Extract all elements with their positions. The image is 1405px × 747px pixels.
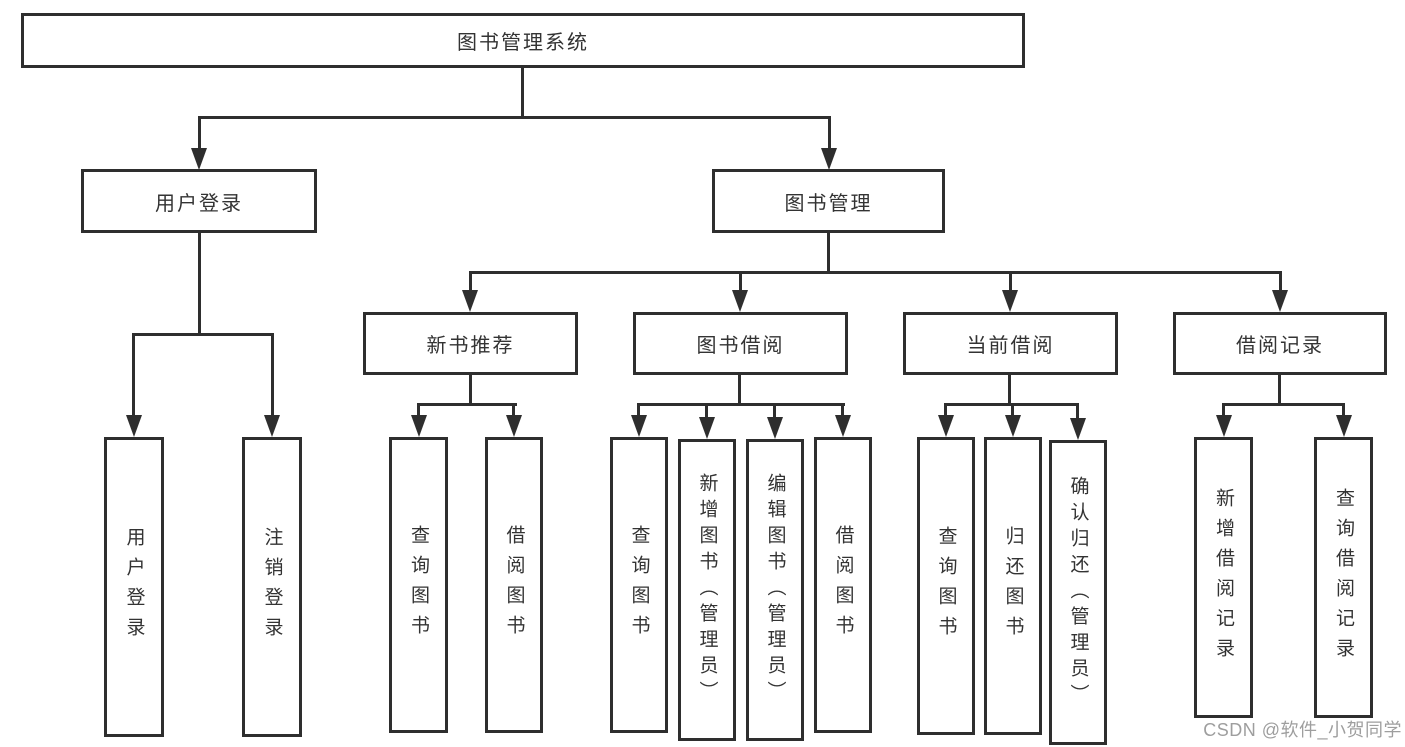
csdn-watermark: CSDN @软件_小贺同学: [1203, 720, 1402, 740]
arrowhead-to-new-book-recommend: [462, 290, 478, 312]
leaf-user-login: 用户登录: [104, 437, 164, 737]
node-label: 图书管理: [784, 192, 873, 215]
arrowhead-to-book-borrow: [732, 290, 748, 312]
leaf-nbr-borrow-books: 借阅图书: [485, 437, 543, 733]
arrowhead-to-borrow-records: [1272, 290, 1288, 312]
connector-leaf-stem: [637, 403, 640, 417]
leaf-cb-query-books: 查询图书: [917, 437, 975, 735]
connector-root-stem: [521, 68, 524, 119]
node-label: 图书借阅: [696, 335, 785, 357]
node-new-book-recommend: 新书推荐: [363, 312, 578, 375]
leaf-label: 借阅图书: [503, 525, 525, 645]
connector-leaf-stem: [1076, 403, 1079, 420]
connector-br-down: [1278, 375, 1281, 406]
arrowhead-to-leaf: [1336, 415, 1352, 437]
leaf-cb-confirm-return-admin: 确认归还（管理员）: [1049, 440, 1107, 745]
node-user-login: 用户登录: [81, 169, 317, 233]
connector-user-login-down: [198, 233, 201, 336]
node-label: 当前借阅: [966, 335, 1055, 357]
arrowhead-to-leaf: [1070, 418, 1086, 440]
connector-leaf-stem: [705, 403, 708, 419]
arrowhead-to-leaf: [506, 415, 522, 437]
connector-bb-rail: [637, 403, 845, 406]
node-borrow-records: 借阅记录: [1173, 312, 1387, 375]
leaf-label: 归还图书: [1002, 526, 1024, 646]
leaf-bb-edit-books-admin: 编辑图书（管理员）: [746, 439, 804, 741]
leaf-label: 用户登录: [123, 527, 145, 647]
arrowhead-to-leaf: [631, 415, 647, 437]
leaf-br-query-borrow-record: 查询借阅记录: [1314, 437, 1373, 718]
arrowhead-to-leaf: [1216, 415, 1232, 437]
node-label: 用户登录: [155, 192, 243, 215]
connector-user-login-stem: [198, 116, 201, 150]
connector-bb-down: [738, 375, 741, 406]
leaf-label: 查询图书: [935, 526, 957, 646]
connector-leaf-stem: [944, 403, 947, 417]
arrowhead-to-leaf: [938, 415, 954, 437]
connector-leaf-stem: [841, 403, 844, 417]
leaf-label: 查询图书: [628, 525, 650, 645]
node-label: 新书推荐: [426, 335, 515, 357]
arrowhead-to-leaf: [699, 417, 715, 439]
connector-book-mgmt-stem: [828, 116, 831, 150]
leaf-label: 查询图书: [408, 525, 429, 645]
node-book-borrow: 图书借阅: [633, 312, 848, 375]
leaf-logout: 注销登录: [242, 437, 302, 737]
connector-leaf-stem: [512, 403, 515, 417]
leaf-br-add-borrow-record: 新增借阅记录: [1194, 437, 1253, 718]
arrowhead-to-leaf: [1005, 415, 1021, 437]
connector-nbr-rail: [417, 403, 517, 406]
leaf-bb-borrow-books: 借阅图书: [814, 437, 872, 733]
connector-level3-rail: [469, 271, 1282, 274]
arrowhead-to-leaf: [411, 415, 427, 437]
node-label: 图书管理系统: [457, 32, 589, 54]
connector-cb-down: [1008, 375, 1011, 406]
leaf-label: 注销登录: [261, 527, 283, 647]
leaf-label: 确认归还（管理员）: [1067, 475, 1089, 710]
connector-leaf-stem: [417, 403, 420, 417]
node-book-management: 图书管理: [712, 169, 945, 233]
node-current-borrow: 当前借阅: [903, 312, 1118, 375]
connector-leaf-stem: [1222, 403, 1225, 417]
connector-level3-stem: [739, 271, 742, 294]
arrowhead-to-leaf: [835, 415, 851, 437]
connector-leaf-stem: [1342, 403, 1345, 417]
node-label: 借阅记录: [1236, 335, 1324, 357]
connector-level2-rail: [198, 116, 831, 119]
connector-leaf-stem: [132, 333, 135, 417]
connector-leaf-stem: [1011, 403, 1014, 417]
leaf-bb-query-books: 查询图书: [610, 437, 668, 733]
arrowhead-to-leaf: [767, 417, 783, 439]
connector-level3-stem: [469, 271, 472, 294]
leaf-label: 借阅图书: [832, 525, 854, 645]
arrowhead-to-leaf-logout: [264, 415, 280, 437]
connector-book-mgmt-down: [827, 233, 830, 274]
connector-leaf-stem: [271, 333, 274, 417]
arrowhead-to-user-login: [191, 148, 207, 170]
node-book-management-system: 图书管理系统: [21, 13, 1025, 68]
connector-level3-stem: [1009, 271, 1012, 294]
connector-level3-stem: [1279, 271, 1282, 294]
leaf-cb-return-books: 归还图书: [984, 437, 1042, 735]
arrowhead-to-leaf-user-login: [126, 415, 142, 437]
connector-nbr-down: [469, 375, 472, 406]
leaf-bb-add-books-admin: 新增图书（管理员）: [678, 439, 736, 741]
leaf-label: 查询借阅记录: [1333, 487, 1354, 668]
arrowhead-to-current-borrow: [1002, 290, 1018, 312]
arrowhead-to-book-mgmt: [821, 148, 837, 170]
leaf-label: 编辑图书（管理员）: [764, 473, 786, 707]
leaf-nbr-query-books: 查询图书: [389, 437, 448, 733]
connector-user-login-rail: [132, 333, 274, 336]
connector-leaf-stem: [773, 403, 776, 419]
connector-br-rail: [1222, 403, 1345, 406]
leaf-label: 新增借阅记录: [1213, 487, 1234, 668]
leaf-label: 新增图书（管理员）: [696, 473, 718, 707]
